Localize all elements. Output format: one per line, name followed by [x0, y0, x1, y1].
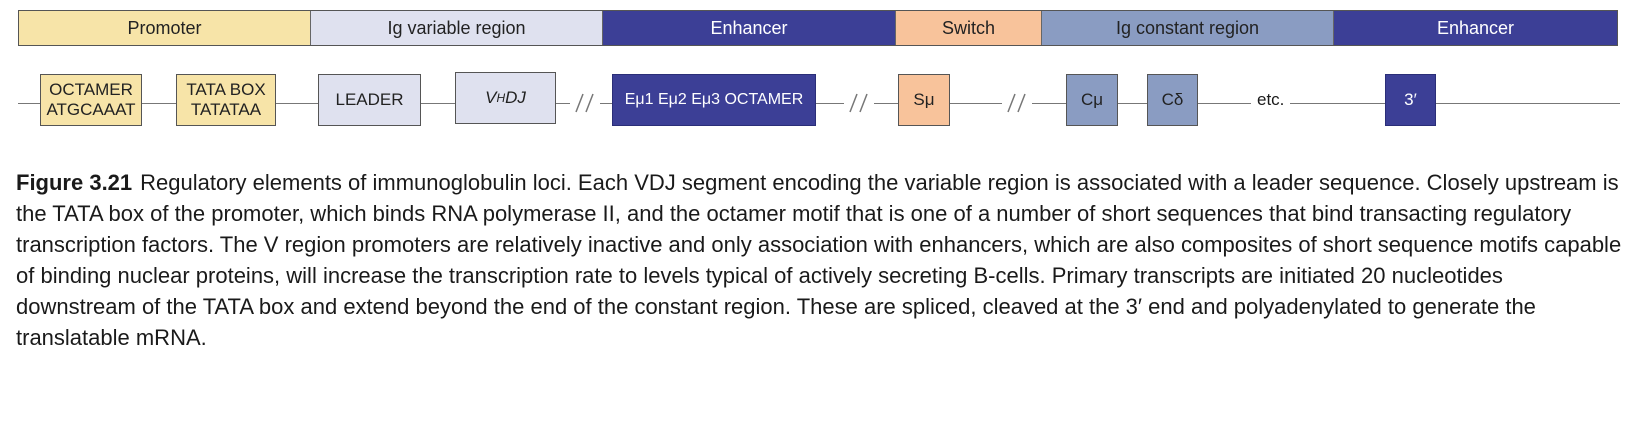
emu-enhancer-element: Eμ1 Eμ2 Eμ3 OCTAMER [612, 74, 816, 126]
octamer-sequence: ATGCAAAT [46, 100, 136, 119]
region-ig-constant: Ig constant region [1042, 11, 1334, 45]
c-delta-element: Cδ [1147, 74, 1198, 126]
c-mu-element: Cμ [1066, 74, 1118, 126]
tata-box-element: TATA BOX TATATAA [176, 74, 276, 126]
tata-box-sequence: TATATAA [190, 100, 262, 119]
vhdj-rest: DJ [505, 88, 526, 107]
octamer-label: OCTAMER [49, 80, 133, 99]
sequence-break-icon-1 [570, 93, 600, 113]
sequence-break-icon-3 [1002, 93, 1032, 113]
three-prime-enhancer-element: 3′ [1385, 74, 1436, 126]
region-enhancer-1: Enhancer [603, 11, 896, 45]
sequence-break-icon-2 [844, 93, 874, 113]
region-bar: Promoter Ig variable region Enhancer Swi… [18, 10, 1618, 46]
vhdj-v: V [485, 88, 497, 107]
region-enhancer-2: Enhancer [1334, 11, 1617, 45]
s-mu-element: Sμ [898, 74, 950, 126]
figure-label: Figure 3.21 [16, 170, 133, 195]
gene-map: OCTAMER ATGCAAAT TATA BOX TATATAA LEADER… [0, 70, 1636, 136]
tata-box-label: TATA BOX [186, 80, 266, 99]
leader-element: LEADER [318, 74, 421, 126]
octamer-element: OCTAMER ATGCAAAT [40, 74, 142, 126]
vhdj-subscript: H [496, 91, 506, 105]
etc-label: etc. [1251, 90, 1291, 110]
region-ig-variable: Ig variable region [311, 11, 603, 45]
figure-caption-text: Regulatory elements of immunoglobulin lo… [16, 170, 1622, 350]
region-promoter: Promoter [19, 11, 311, 45]
dna-backbone-line [18, 103, 1620, 104]
region-switch: Switch [896, 11, 1042, 45]
